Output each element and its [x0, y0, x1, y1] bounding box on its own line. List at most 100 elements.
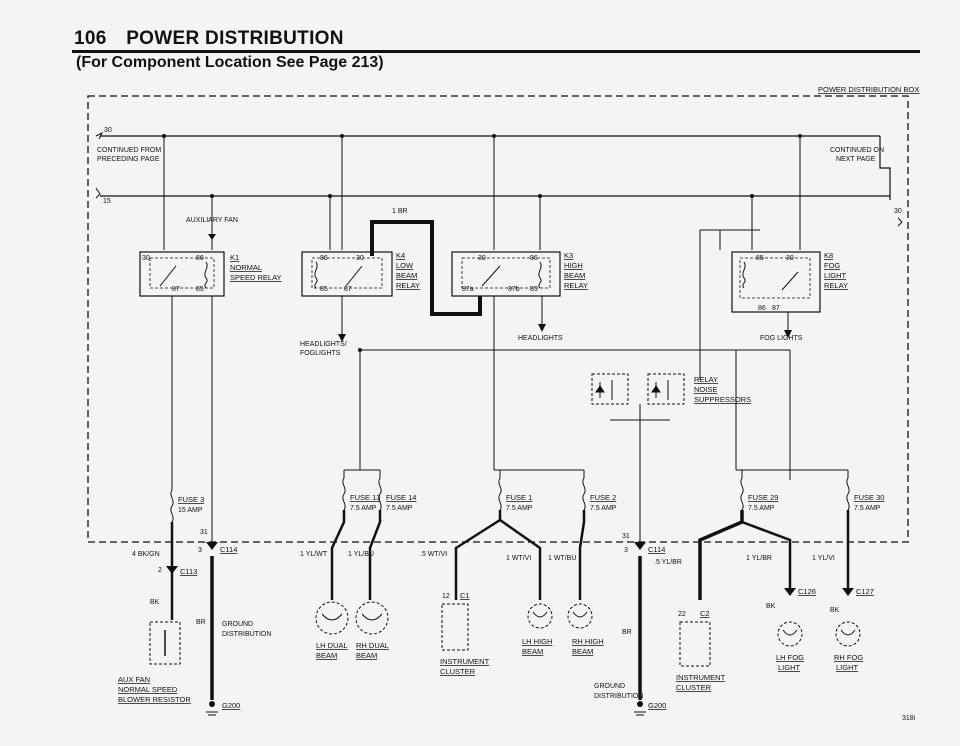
terminal-30-label: 30 — [104, 127, 112, 134]
svg-text:30: 30 — [142, 255, 150, 262]
relay-k4-line1: LOW — [396, 261, 414, 270]
wire-4bkgn: 4 BK/GN — [132, 551, 160, 558]
pin-3-a: 3 — [198, 547, 202, 554]
inst-cluster-label-2: CLUSTER — [440, 667, 476, 676]
relay-k8-line3: RELAY — [824, 281, 848, 290]
inst-cluster-b-label-2: CLUSTER — [676, 683, 712, 692]
rh-dual-label-2: BEAM — [356, 651, 377, 660]
ground-dist-label-2: DISTRIBUTION — [222, 631, 271, 638]
fuse-14-name: FUSE 14 — [386, 493, 416, 502]
rh-fog-lamp — [835, 621, 861, 647]
relay-k1-id: K1 — [230, 253, 239, 262]
lh-fog-lamp — [777, 621, 803, 647]
lh-high-label-2: BEAM — [522, 647, 543, 656]
lh-dual-label-2: BEAM — [316, 651, 337, 660]
preceding-page-label: PRECEDING PAGE — [97, 156, 160, 163]
connector-c2: C2 — [700, 609, 710, 618]
svg-text:30: 30 — [786, 255, 794, 262]
terminal-15-label: 15 — [103, 198, 111, 205]
wire-1br — [370, 220, 482, 316]
wire-br-1: BR — [196, 619, 206, 626]
aux-fan-label-3: BLOWER RESISTOR — [118, 695, 191, 704]
ground-g200b: G200 — [648, 701, 666, 710]
header-rule — [72, 50, 920, 53]
page-header: 106 POWER DISTRIBUTION — [74, 28, 344, 50]
fuse-2-name: FUSE 2 — [590, 493, 616, 502]
svg-text:85: 85 — [196, 286, 204, 293]
lh-high-beam-lamp — [527, 603, 553, 629]
page-title: POWER DISTRIBUTION — [126, 28, 344, 49]
svg-text:30: 30 — [356, 255, 364, 262]
svg-text:86: 86 — [758, 305, 766, 312]
wire-5ylbr: .5 YL/BR — [654, 559, 682, 566]
wire-5wtvi: .5 WT/VI — [420, 551, 447, 558]
instrument-cluster-b — [679, 621, 711, 667]
fuse-1-name: FUSE 1 — [506, 493, 532, 502]
relay-k8-line2: LIGHT — [824, 271, 847, 280]
relay-noise-label-1: RELAY — [694, 375, 718, 384]
svg-text:30: 30 — [478, 255, 486, 262]
fuse-3-rating: 15 AMP — [178, 507, 203, 514]
relay-k1: 30 86 87 85 — [139, 251, 225, 297]
svg-text:87: 87 — [344, 286, 352, 293]
noise-suppressors — [591, 373, 685, 530]
fog-lights-label: FOG LIGHTS — [760, 335, 803, 342]
fuse-14-rating: 7.5 AMP — [386, 505, 413, 512]
rh-fog-label-1: RH FOG — [834, 653, 863, 662]
relay-noise-label-3: SUPPRESSORS — [694, 395, 751, 404]
connector-c126: C126 — [798, 587, 816, 596]
wire-1wtvi: 1 WT/VI — [506, 555, 531, 562]
relay-k8-id: K8 — [824, 251, 833, 260]
headlights-foglights-label-2: FOGLIGHTS — [300, 350, 341, 357]
lh-fog-label-2: LIGHT — [778, 663, 801, 672]
svg-text:87b: 87b — [508, 286, 520, 293]
relay-k3-line3: RELAY — [564, 281, 588, 290]
fuse-29-name: FUSE 29 — [748, 493, 778, 502]
relay-k4-line3: RELAY — [396, 281, 420, 290]
pin-31-a: 31 — [200, 529, 208, 536]
lh-dual-beam-lamp — [315, 601, 349, 635]
svg-text:87: 87 — [172, 286, 180, 293]
svg-text:86: 86 — [530, 255, 538, 262]
pin-3-b: 3 — [624, 547, 628, 554]
aux-fan-label-1: AUX FAN — [118, 675, 150, 684]
fuse-30-name: FUSE 30 — [854, 493, 884, 502]
aux-fan-label-2: NORMAL SPEED — [118, 685, 178, 694]
ground-dist-b-label-1: GROUND — [594, 683, 625, 690]
relay-k8-line1: FOG — [824, 261, 840, 270]
wire-1br-label: 1 BR — [392, 208, 408, 215]
inst-cluster-b-label-1: INSTRUMENT — [676, 673, 726, 682]
lh-dual-label-1: LH DUAL — [316, 641, 348, 650]
footer-code: 318i — [902, 715, 916, 722]
relay-k3-id: K3 — [564, 251, 573, 260]
wire-br-2: BR — [622, 629, 632, 636]
fuse-30-rating: 7.5 AMP — [854, 505, 881, 512]
auxiliary-fan-label: AUXILIARY FAN — [186, 217, 238, 224]
svg-text:85: 85 — [530, 286, 538, 293]
pin-22: 22 — [678, 611, 686, 618]
distribution-box-outline — [87, 95, 909, 543]
connector-c127: C127 — [856, 587, 874, 596]
inst-cluster-label-1: INSTRUMENT — [440, 657, 490, 666]
connector-c1: C1 — [460, 591, 470, 600]
ground-g200-point — [209, 701, 215, 707]
headlights-foglights-label-1: HEADLIGHTS/ — [300, 341, 347, 348]
ground-g200b-point — [637, 701, 643, 707]
relay-k1-line1: NORMAL — [230, 263, 262, 272]
aux-fan-resistor — [149, 621, 181, 665]
rh-high-label-2: BEAM — [572, 647, 593, 656]
ground-dist-b-label-2: DISTRIBUTION — [594, 693, 643, 700]
instrument-cluster-a — [441, 603, 469, 651]
page-number: 106 — [74, 28, 107, 49]
relay-k4-line2: BEAM — [396, 271, 417, 280]
pin-31-b: 31 — [622, 533, 630, 540]
continued-on-label: CONTINUED ON — [830, 147, 884, 154]
fuse-2-rating: 7.5 AMP — [590, 505, 617, 512]
lh-high-label-1: LH HIGH — [522, 637, 552, 646]
terminal-30-right-label: 30 — [894, 208, 902, 215]
wire-bk-3: BK — [830, 607, 840, 614]
wire-1ylbr: 1 YL/BR — [746, 555, 772, 562]
relay-noise-label-2: NOISE — [694, 385, 717, 394]
headlights-label: HEADLIGHTS — [518, 335, 563, 342]
